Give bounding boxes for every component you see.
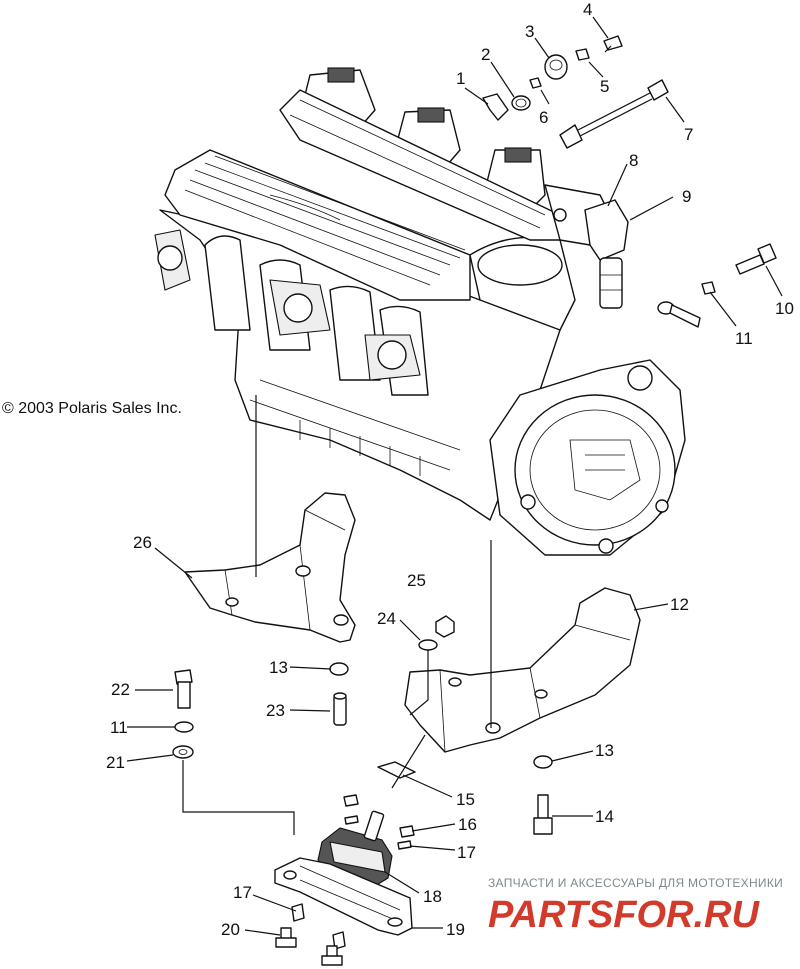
part-19-mount-plate xyxy=(274,857,413,936)
watermark: ЗАПЧАСТИ И АКСЕССУАРЫ ДЛЯ МОТОТЕХНИКИ PA… xyxy=(488,876,783,936)
assembly-line-washer xyxy=(182,760,295,835)
part-22-bolt xyxy=(174,669,193,709)
part-11-washer-lower xyxy=(174,721,194,733)
part-26-bracket xyxy=(184,492,356,643)
callout-4: 4 xyxy=(583,0,592,19)
copyright-notice: © 2003 Polaris Sales Inc. xyxy=(2,400,182,417)
callout-17-left: 17 xyxy=(233,883,252,902)
ring-terminal xyxy=(657,301,701,328)
part-15-shim xyxy=(377,761,416,779)
callout-10: 10 xyxy=(775,299,794,318)
callout-5: 5 xyxy=(600,77,609,96)
callout-15: 15 xyxy=(456,790,475,809)
callout-19: 19 xyxy=(446,920,465,939)
callout-17-right: 17 xyxy=(457,843,476,862)
part-bolt-bottom xyxy=(321,945,343,966)
part-7-sensor xyxy=(559,79,669,149)
part-13-nut-lower xyxy=(533,755,553,769)
callout-1: 1 xyxy=(456,69,465,88)
callout-24: 24 xyxy=(377,609,396,628)
part-17-stud-a xyxy=(344,815,359,825)
part-13-nut-upper xyxy=(329,662,349,676)
callout-11-lower: 11 xyxy=(110,718,128,737)
callout-23: 23 xyxy=(266,701,285,720)
callout-2: 2 xyxy=(481,45,490,64)
part-16-nut-a xyxy=(343,794,359,807)
part-17-stud-c xyxy=(291,903,305,922)
assembly-line-mount xyxy=(391,734,426,789)
callout-7: 7 xyxy=(684,125,693,144)
part-12-bracket xyxy=(404,587,641,753)
assembly-line-24 xyxy=(409,650,429,716)
watermark-caption: ЗАПЧАСТИ И АКСЕССУАРЫ ДЛЯ МОТОТЕХНИКИ xyxy=(488,876,783,890)
callout-11-top: 11 xyxy=(735,329,753,348)
part-6-nut xyxy=(529,77,542,89)
callout-14: 14 xyxy=(595,807,614,826)
leader-lines xyxy=(126,16,783,936)
part-25-nut xyxy=(435,615,455,638)
callout-13-upper: 13 xyxy=(269,658,288,677)
engine-assembly xyxy=(154,67,686,556)
part-21-washer xyxy=(172,745,194,759)
callout-26: 26 xyxy=(133,533,152,552)
part-14-bolt xyxy=(533,794,553,835)
callout-6: 6 xyxy=(539,108,548,127)
part-5-nut xyxy=(575,48,590,61)
callout-25: 25 xyxy=(407,571,426,590)
callout-3: 3 xyxy=(525,22,534,41)
callout-21: 21 xyxy=(106,753,125,772)
callout-22: 22 xyxy=(111,680,130,699)
callout-13-lower: 13 xyxy=(595,741,614,760)
part-24-washer xyxy=(418,639,438,651)
part-2-oring xyxy=(511,95,531,111)
part-16-nut-b xyxy=(399,825,415,838)
callout-18: 18 xyxy=(423,887,442,906)
callout-9: 9 xyxy=(682,187,691,206)
part-3-grommet xyxy=(544,54,568,80)
part-23-stud xyxy=(333,692,347,726)
callout-20: 20 xyxy=(221,920,240,939)
part-1-clip xyxy=(482,93,509,121)
callout-16: 16 xyxy=(458,815,477,834)
part-4-screw xyxy=(603,35,623,51)
part-17-stud-d xyxy=(332,931,346,950)
watermark-logo: PARTSFOR.RU xyxy=(488,894,760,936)
part-20-bolt xyxy=(275,927,297,948)
part-9-sensor xyxy=(584,199,629,309)
part-10-bolt xyxy=(735,243,777,275)
callout-8: 8 xyxy=(629,151,638,170)
part-11-nut-top xyxy=(701,281,716,295)
part-17-stud-b xyxy=(397,840,412,850)
callout-12: 12 xyxy=(670,595,689,614)
